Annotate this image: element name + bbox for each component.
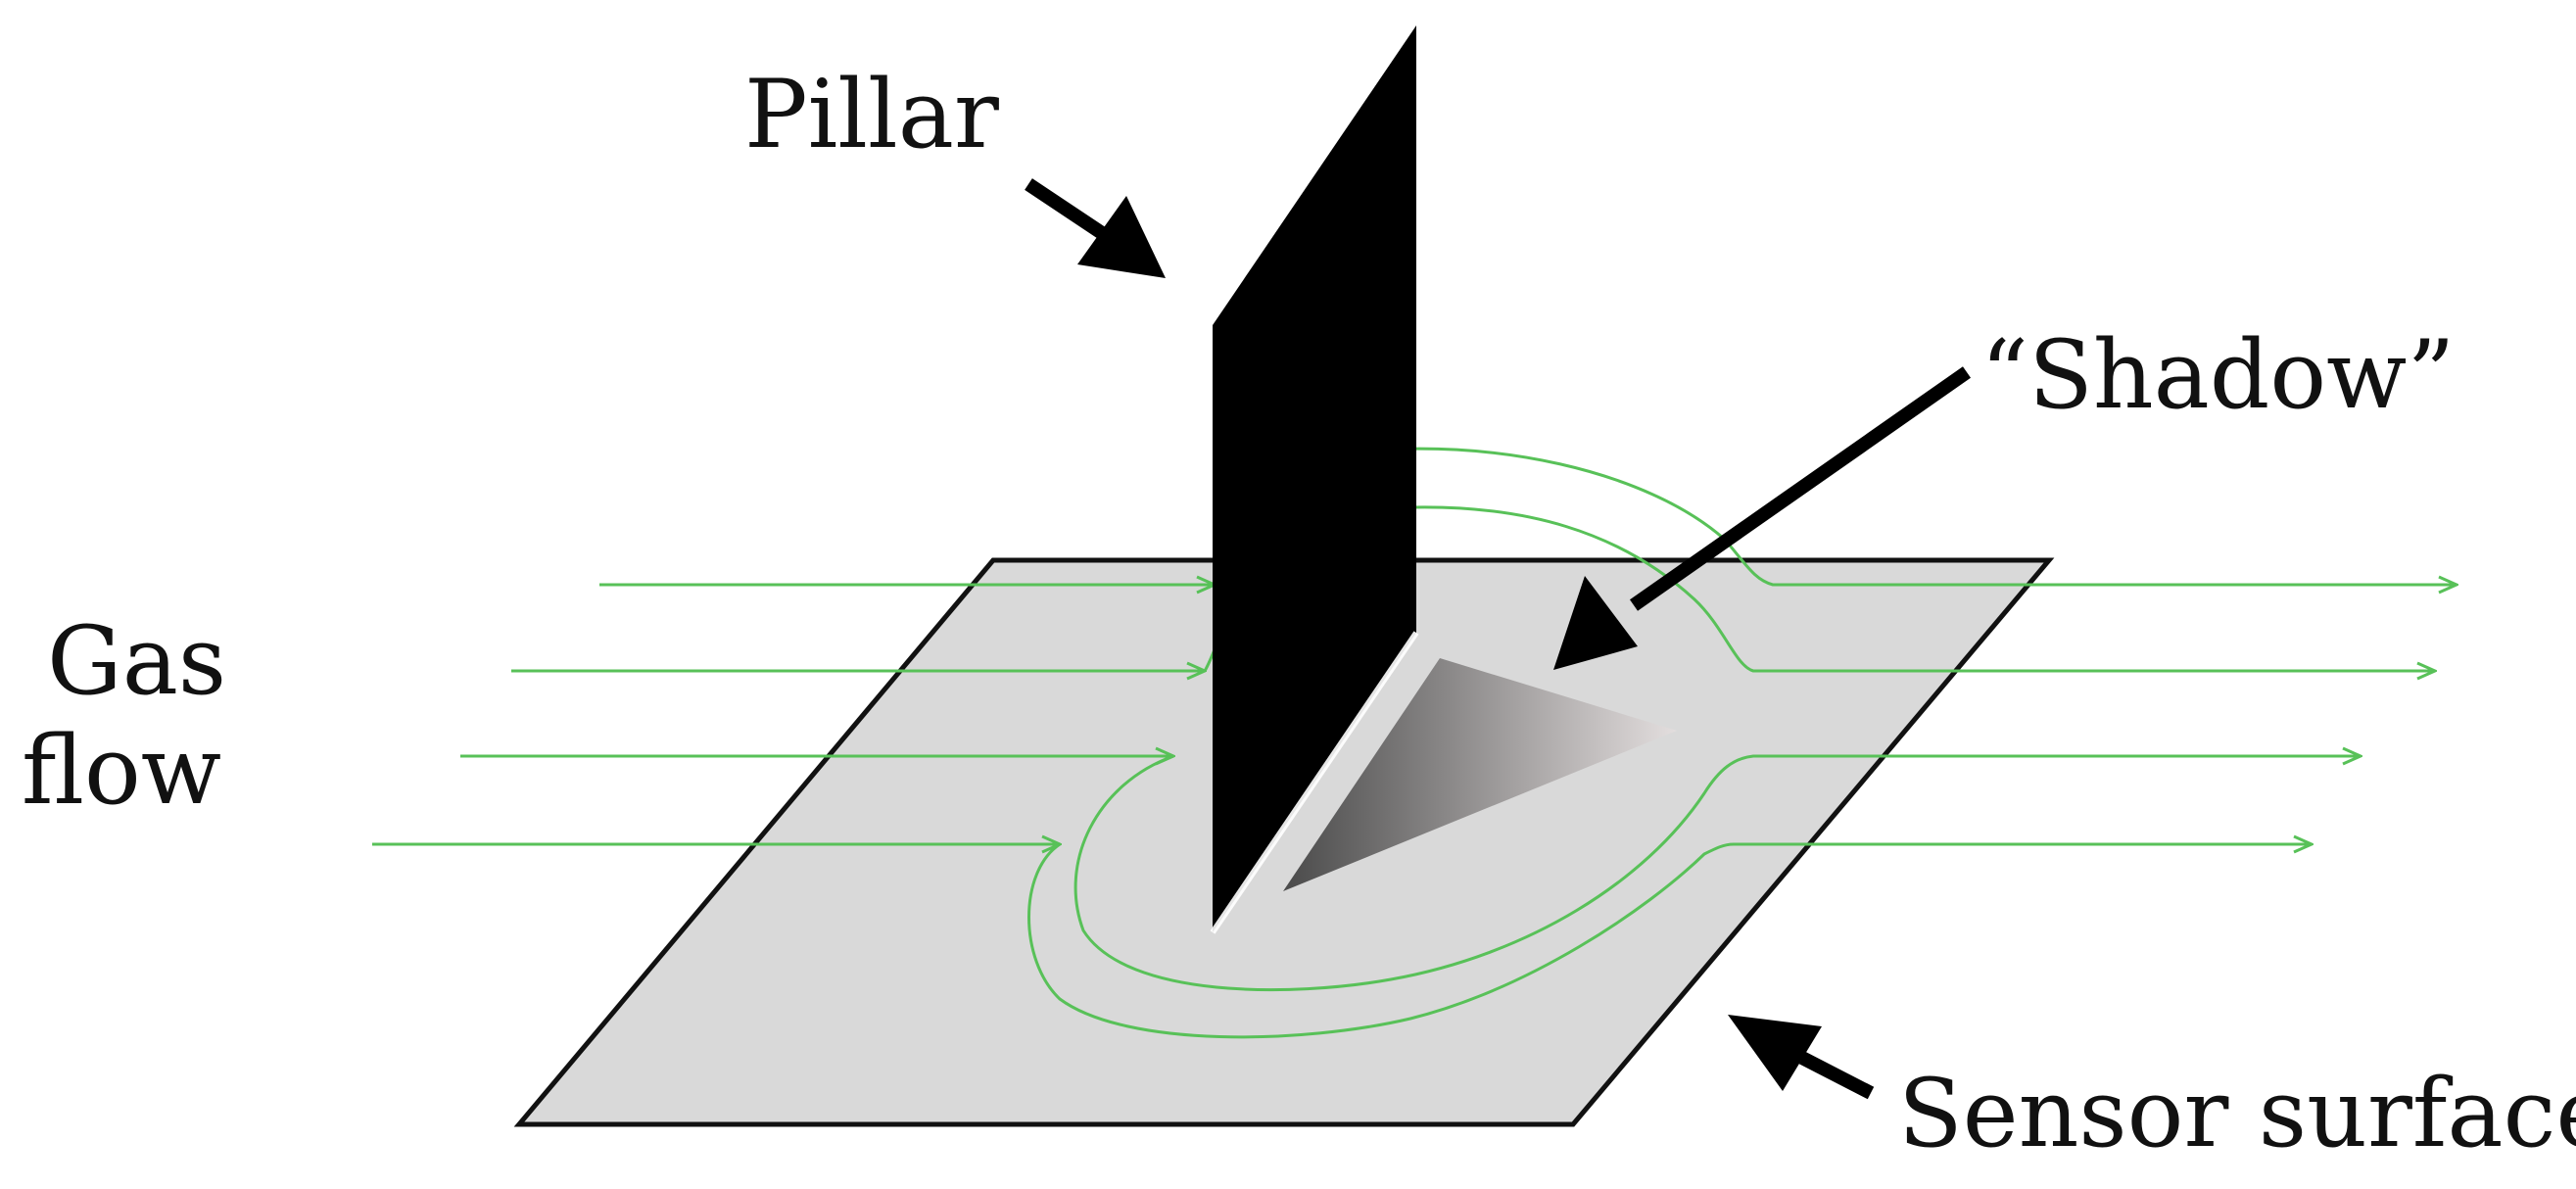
flow-line-around-2 <box>1027 844 2313 1039</box>
pillar-base-edge <box>1210 631 1419 934</box>
pillar-arrow-head <box>1077 196 1166 278</box>
shadow-label: “Shadow” <box>1980 320 2455 430</box>
pointer-arrows <box>1025 178 1972 1100</box>
pillar-label: Pillar <box>744 60 999 169</box>
sensor-surface-label: Sensor surface <box>1898 1059 2576 1168</box>
gas-flow-label-line2: flow <box>22 716 221 826</box>
flow-line-around-1 <box>1073 756 2361 992</box>
gas-flow-label-line1: Gas <box>47 606 226 716</box>
shadow-arrow-shaft <box>1629 366 1972 611</box>
shadow-arrow-head <box>1553 576 1638 670</box>
surface-arrow-shaft <box>1798 1051 1875 1100</box>
surface-arrow-head <box>1728 1015 1822 1091</box>
shadow-region <box>1283 658 1677 891</box>
